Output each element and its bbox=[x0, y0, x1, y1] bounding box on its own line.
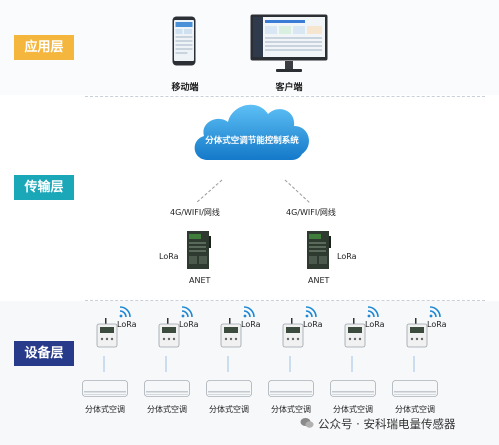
air-conditioner-icon bbox=[392, 380, 438, 398]
wifi-signal-icon bbox=[180, 304, 194, 318]
wechat-icon bbox=[300, 417, 314, 432]
application-band bbox=[0, 0, 499, 95]
mobile-phone-icon bbox=[172, 16, 196, 66]
air-conditioner-icon bbox=[206, 380, 252, 398]
air-conditioner-label: 分体式空调 bbox=[395, 405, 435, 414]
controller-radio-label: LoRa bbox=[179, 320, 199, 329]
mobile-label: 移动端 bbox=[171, 83, 199, 93]
air-conditioner-icon bbox=[144, 380, 190, 398]
controller-radio-label: LoRa bbox=[427, 320, 447, 329]
gateway-network-label: 4G/WIFI/网线 bbox=[170, 208, 220, 217]
device-layer-label: 设备层 bbox=[14, 341, 74, 366]
controller-device-icon bbox=[96, 318, 118, 348]
wifi-signal-icon bbox=[304, 304, 318, 318]
wifi-signal-icon bbox=[428, 304, 442, 318]
controller-device-icon bbox=[158, 318, 180, 348]
cloud-icon bbox=[188, 96, 316, 170]
air-conditioner-label: 分体式空调 bbox=[271, 405, 311, 414]
controller-radio-label: LoRa bbox=[365, 320, 385, 329]
air-conditioner-label: 分体式空调 bbox=[209, 405, 249, 414]
wifi-signal-icon bbox=[242, 304, 256, 318]
controller-device-icon bbox=[344, 318, 366, 348]
desktop-label: 客户端 bbox=[275, 83, 303, 93]
gateway-radio-label: LoRa bbox=[159, 252, 179, 261]
layer-separator bbox=[85, 96, 485, 97]
layer-separator bbox=[85, 300, 485, 301]
wifi-signal-icon bbox=[118, 304, 132, 318]
transport-layer-label: 传输层 bbox=[14, 175, 74, 200]
controller-radio-label: LoRa bbox=[117, 320, 137, 329]
gateway-network-label: 4G/WIFI/网线 bbox=[286, 208, 336, 217]
watermark: 公众号 · 安科瑞电量传感器 bbox=[300, 416, 455, 432]
controller-radio-label: LoRa bbox=[303, 320, 323, 329]
gateway-name-label: ANET bbox=[308, 276, 330, 285]
controller-radio-label: LoRa bbox=[241, 320, 261, 329]
air-conditioner-label: 分体式空调 bbox=[85, 405, 125, 414]
gateway-radio-label: LoRa bbox=[337, 252, 357, 261]
wifi-signal-icon bbox=[366, 304, 380, 318]
air-conditioner-label: 分体式空调 bbox=[333, 405, 373, 414]
cloud-title: 分体式空调节能控制系统 bbox=[205, 136, 299, 146]
controller-device-icon bbox=[282, 318, 304, 348]
air-conditioner-icon bbox=[330, 380, 376, 398]
desktop-monitor-icon bbox=[250, 14, 328, 74]
watermark-text: 公众号 · 安科瑞电量传感器 bbox=[318, 417, 456, 431]
controller-device-icon bbox=[406, 318, 428, 348]
gateway-device-icon bbox=[186, 230, 212, 270]
air-conditioner-label: 分体式空调 bbox=[147, 405, 187, 414]
air-conditioner-icon bbox=[82, 380, 128, 398]
gateway-name-label: ANET bbox=[189, 276, 211, 285]
controller-device-icon bbox=[220, 318, 242, 348]
air-conditioner-icon bbox=[268, 380, 314, 398]
gateway-device-icon bbox=[306, 230, 332, 270]
application-layer-label: 应用层 bbox=[14, 35, 74, 60]
